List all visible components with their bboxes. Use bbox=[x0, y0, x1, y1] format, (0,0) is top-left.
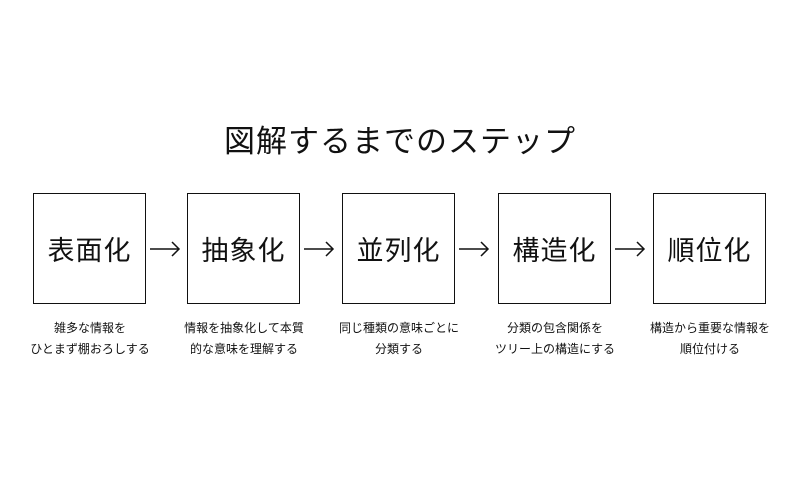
step-box-2: 抽象化 bbox=[187, 193, 300, 304]
step-desc-1: 雑多な情報を ひとまず棚おろしする bbox=[15, 318, 165, 360]
step-box-4: 構造化 bbox=[498, 193, 611, 304]
step-desc-5: 構造から重要な情報を 順位付ける bbox=[635, 318, 785, 360]
step-desc-3: 同じ種類の意味ごとに 分類する bbox=[324, 318, 474, 360]
right-arrow-icon bbox=[150, 241, 181, 257]
step-desc-line: 情報を抽象化して本質 bbox=[184, 321, 304, 335]
step-box-1: 表面化 bbox=[33, 193, 146, 304]
right-arrow-icon bbox=[615, 241, 646, 257]
diagram-title: 図解するまでのステップ bbox=[224, 124, 576, 160]
step-desc-line: 的な意味を理解する bbox=[189, 342, 298, 356]
step-desc-line: 分類する bbox=[374, 342, 423, 356]
step-desc-line: 同じ種類の意味ごとに bbox=[338, 321, 459, 335]
right-arrow-icon bbox=[459, 241, 490, 257]
step-desc-line: ツリー上の構造にする bbox=[494, 342, 616, 356]
step-desc-4: 分類の包含関係を ツリー上の構造にする bbox=[480, 318, 630, 360]
right-arrow-icon bbox=[304, 241, 335, 257]
step-box-5: 順位化 bbox=[653, 193, 766, 304]
step-desc-line: ひとまず棚おろしする bbox=[30, 342, 150, 356]
step-desc-2: 情報を抽象化して本質 的な意味を理解する bbox=[169, 318, 319, 360]
step-desc-line: 構造から重要な情報を bbox=[649, 321, 770, 335]
step-desc-line: 分類の包含関係を bbox=[506, 321, 603, 335]
step-desc-line: 順位付ける bbox=[679, 342, 740, 356]
step-box-3: 並列化 bbox=[342, 193, 455, 304]
step-desc-line: 雑多な情報を bbox=[53, 321, 126, 335]
